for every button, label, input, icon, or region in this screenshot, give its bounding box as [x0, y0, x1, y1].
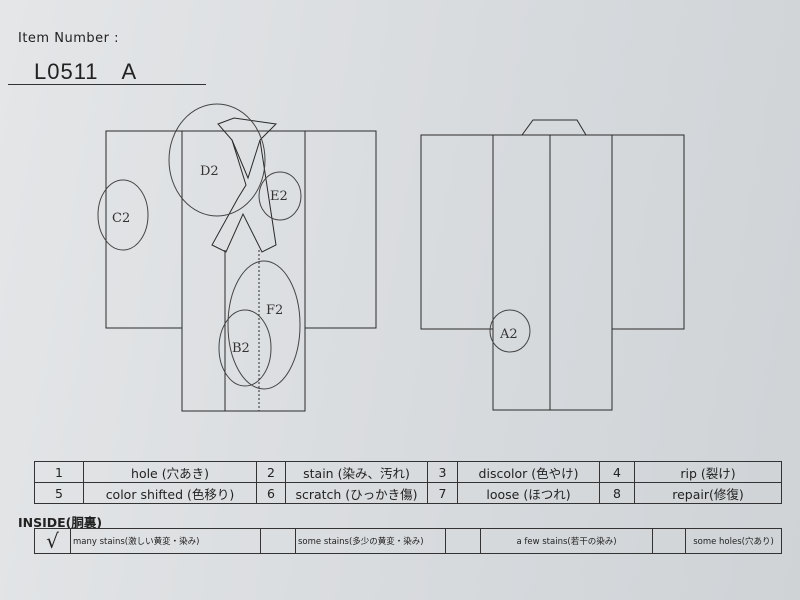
- inside-option-label: many stains(激しい黄変・染み): [70, 528, 261, 554]
- legend-row: 1 hole (穴あき) 2 stain (染み、汚れ) 3 discolor …: [34, 461, 782, 483]
- inside-checkbox-some-holes[interactable]: [652, 528, 686, 554]
- inside-option-label: some stains(多少の黄変・染み): [295, 528, 446, 554]
- legend-label: color shifted (色移り): [83, 482, 257, 504]
- legend-label: scratch (ひっかき傷): [285, 482, 428, 504]
- inside-checkbox-some-stains[interactable]: [260, 528, 296, 554]
- legend-num: 1: [34, 461, 84, 483]
- legend-num: 4: [599, 461, 635, 483]
- defect-circles: [97, 103, 531, 390]
- defect-circle-f2: [227, 260, 301, 390]
- defect-legend-table: 1 hole (穴あき) 2 stain (染み、汚れ) 3 discolor …: [34, 461, 782, 504]
- kimono-front-outline: [105, 117, 377, 412]
- legend-num: 7: [427, 482, 458, 504]
- legend-num: 8: [599, 482, 635, 504]
- inside-condition-table: √ many stains(激しい黄変・染み) some stains(多少の黄…: [34, 528, 782, 554]
- item-number-underline: [8, 84, 206, 85]
- legend-label: repair(修復): [634, 482, 782, 504]
- kimono-back-outline: [420, 119, 685, 411]
- item-number-value: L0511 A: [34, 59, 138, 84]
- defect-circle-e2: [258, 171, 302, 221]
- defect-mark-e2: E2: [270, 189, 288, 204]
- defect-circle-c2: [97, 179, 149, 251]
- legend-num: 5: [34, 482, 84, 504]
- defect-circle-b2: [218, 309, 272, 387]
- legend-label: loose (ほつれ): [457, 482, 600, 504]
- legend-num: 2: [256, 461, 286, 483]
- inside-option-label: some holes(穴あり): [685, 528, 782, 554]
- defect-mark-f2: F2: [266, 303, 283, 318]
- inside-option-label: a few stains(若干の染み): [480, 528, 653, 554]
- inside-checkbox-many-stains[interactable]: √: [34, 528, 71, 554]
- inside-section-title: INSIDE(胴裏): [18, 515, 103, 530]
- defect-circle-a2: [489, 309, 531, 353]
- legend-label: rip (裂け): [634, 461, 782, 483]
- defect-mark-d2: D2: [200, 164, 219, 179]
- defect-mark-c2: C2: [112, 211, 130, 226]
- legend-row: 5 color shifted (色移り) 6 scratch (ひっかき傷) …: [34, 482, 782, 504]
- defect-mark-b2: B2: [232, 341, 250, 356]
- defect-circle-d2: [168, 103, 266, 217]
- legend-label: stain (染み、汚れ): [285, 461, 428, 483]
- legend-num: 3: [427, 461, 458, 483]
- kimono-diagram: D2 E2 C2 F2 B2 A2: [97, 103, 685, 412]
- inside-row: √ many stains(激しい黄変・染み) some stains(多少の黄…: [34, 528, 782, 554]
- defect-mark-a2: A2: [499, 327, 518, 342]
- inside-checkbox-few-stains[interactable]: [445, 528, 481, 554]
- legend-label: hole (穴あき): [83, 461, 257, 483]
- legend-label: discolor (色やけ): [457, 461, 600, 483]
- item-number-label: Item Number :: [18, 31, 119, 46]
- legend-num: 6: [256, 482, 286, 504]
